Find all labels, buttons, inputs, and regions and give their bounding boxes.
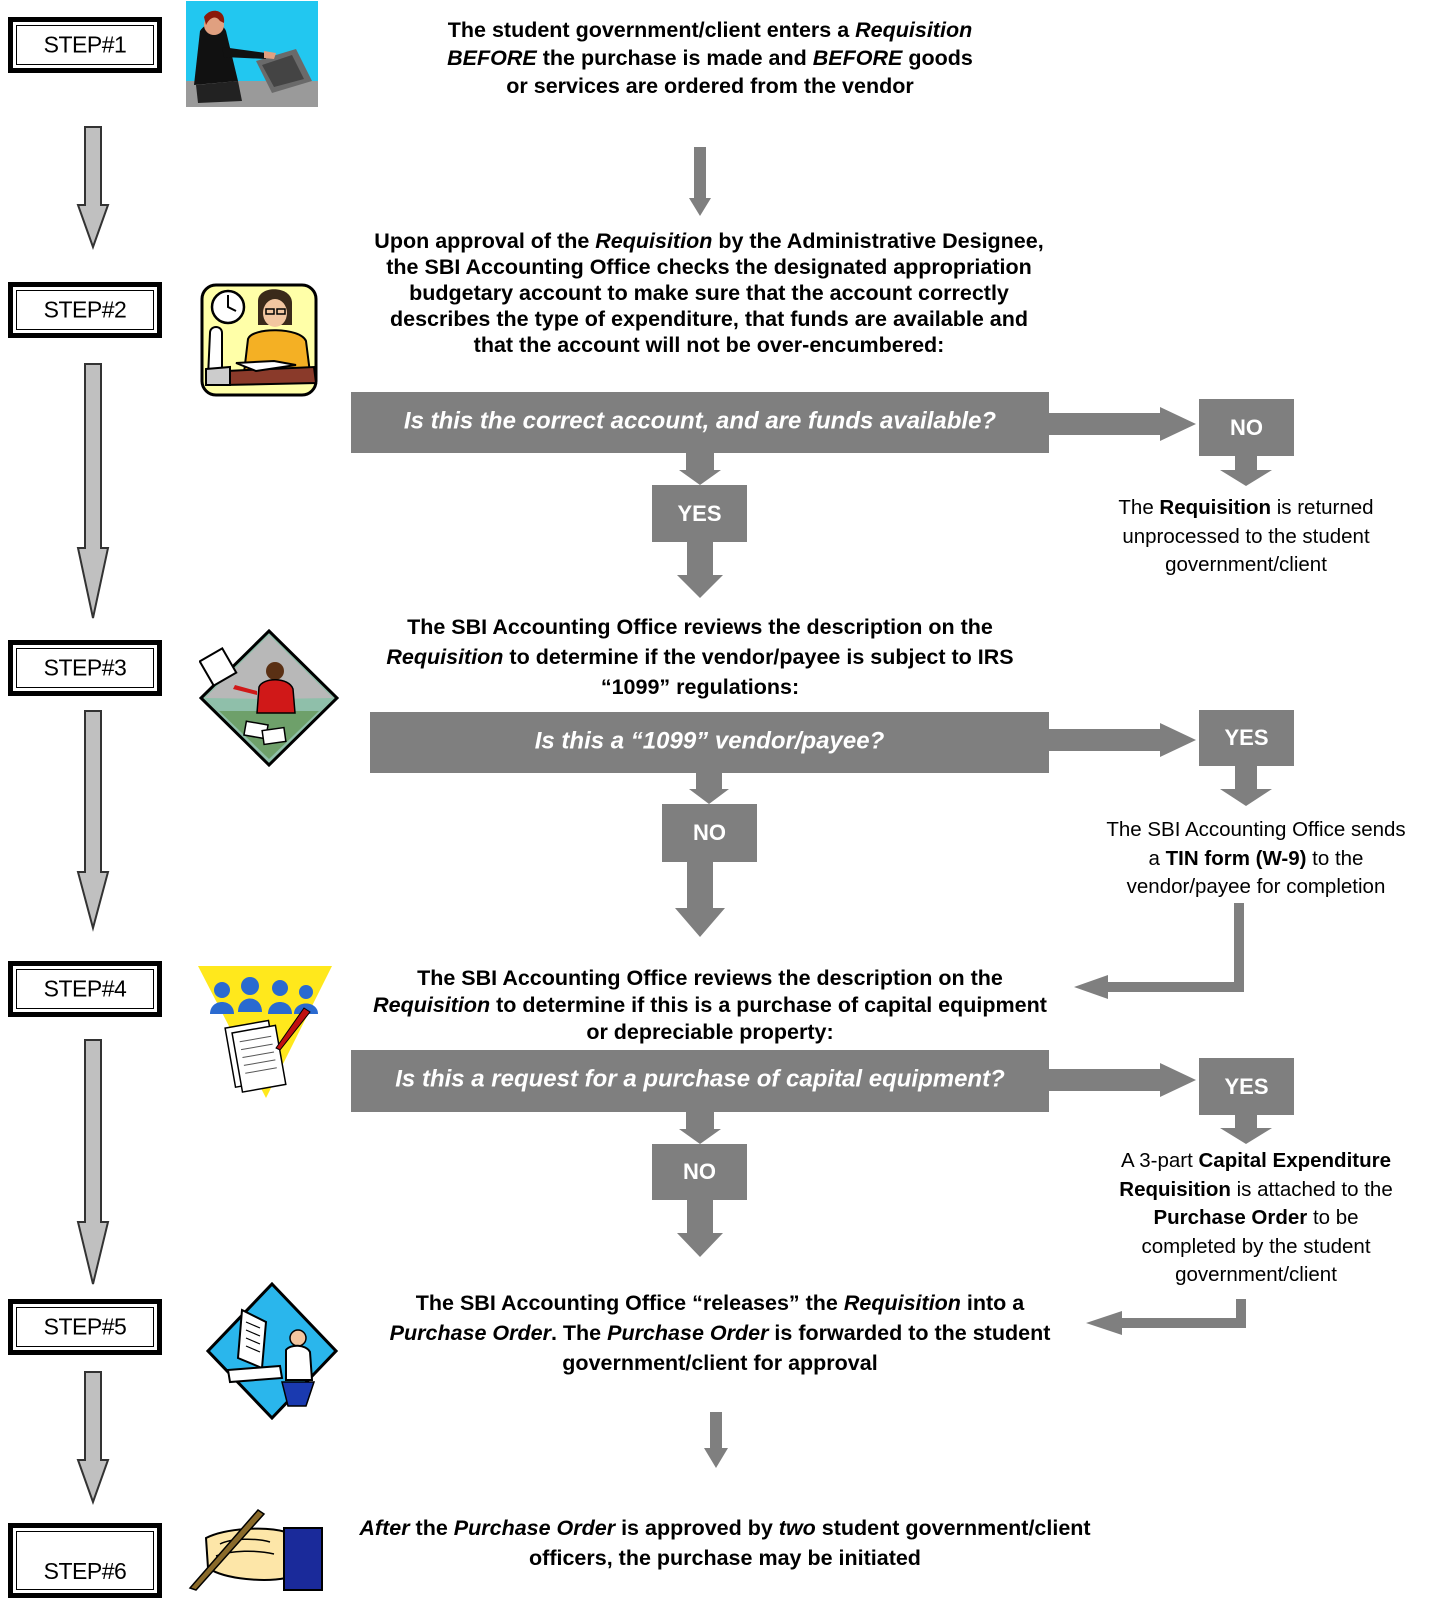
meeting-desk-icon xyxy=(199,629,339,767)
yes-to-step3 xyxy=(677,542,723,598)
bar2-to-no xyxy=(1049,407,1196,441)
yes3-to-text xyxy=(1220,766,1272,806)
computer-operator-icon xyxy=(206,1282,338,1420)
step-4-question: Is this a request for a purchase of capi… xyxy=(395,1065,1005,1093)
left-arrow-4 xyxy=(76,1039,110,1285)
step-1-box: STEP#1 xyxy=(8,17,162,73)
step-3-yes-outcome: The SBI Accounting Office sends a TIN fo… xyxy=(1106,818,1406,898)
step-3-box: STEP#3 xyxy=(8,640,162,696)
yes4-to-text xyxy=(1220,1115,1272,1144)
clerk-with-clock-icon xyxy=(200,283,318,397)
person-at-computer-icon xyxy=(186,1,318,107)
team-meeting-icon xyxy=(198,966,332,1098)
step-3-description: The SBI Accounting Office reviews the de… xyxy=(386,615,1014,699)
step-4-yes-outcome: A 3-part Capital Expenditure Requisition… xyxy=(1119,1149,1393,1286)
bar3-to-no xyxy=(689,773,729,804)
no-to-step5 xyxy=(677,1200,723,1257)
tin-to-step4 xyxy=(1074,903,1244,999)
bar4-to-no xyxy=(679,1112,721,1144)
step-1-description: The student government/client enters a R… xyxy=(447,18,973,98)
step-2-yes-box: YES xyxy=(652,485,747,542)
step-4-question-bar: Is this a request for a purchase of capi… xyxy=(351,1050,1049,1112)
down-arrow-1 xyxy=(689,147,711,216)
step-4-description: The SBI Accounting Office reviews the de… xyxy=(373,966,1047,1044)
step-6-description: After the Purchase Order is approved by … xyxy=(359,1516,1091,1570)
step-2-box: STEP#2 xyxy=(8,282,162,338)
bar2-to-yes xyxy=(679,453,721,485)
step-2-description: Upon approval of the Requisition by the … xyxy=(374,229,1044,357)
step-3-question-bar: Is this a “1099” vendor/payee? xyxy=(370,712,1049,773)
no-to-returned xyxy=(1220,456,1272,486)
step-3-question: Is this a “1099” vendor/payee? xyxy=(534,727,885,755)
step-6-label: STEP#6 xyxy=(43,1558,127,1584)
step-2-label: STEP#2 xyxy=(43,296,127,323)
step-2-no-outcome: The Requisition is returned unprocessed … xyxy=(1118,496,1374,576)
step-4-label: STEP#4 xyxy=(43,975,127,1002)
step-4-yes-box: YES xyxy=(1199,1058,1294,1115)
step-2-question: Is this the correct account, and are fun… xyxy=(403,407,997,435)
signing-hand-icon xyxy=(188,1509,323,1591)
step-5-box: STEP#5 xyxy=(8,1299,162,1355)
left-arrow-5 xyxy=(76,1371,110,1505)
step-3-no-box: NO xyxy=(662,804,757,862)
step-5-description: The SBI Accounting Office “releases” the… xyxy=(389,1291,1051,1375)
step-4-box: STEP#4 xyxy=(8,961,162,1017)
step-1-label: STEP#1 xyxy=(43,31,127,58)
step-4-no-box: NO xyxy=(652,1144,747,1200)
no-to-step4 xyxy=(675,862,725,937)
step-2-no-box: NO xyxy=(1199,399,1294,456)
left-arrow-1 xyxy=(76,126,110,250)
down-arrow-5 xyxy=(704,1412,728,1468)
capital-to-step5 xyxy=(1086,1299,1246,1335)
left-arrow-3 xyxy=(76,710,110,932)
step-2-question-bar: Is this the correct account, and are fun… xyxy=(351,392,1049,453)
left-arrow-2 xyxy=(76,363,110,619)
bar4-to-yes xyxy=(1049,1063,1196,1097)
bar3-to-yes xyxy=(1049,723,1196,757)
step-5-label: STEP#5 xyxy=(43,1313,127,1340)
step-6-box: STEP#6 xyxy=(8,1523,162,1598)
step-3-yes-box: YES xyxy=(1199,710,1294,766)
step-3-label: STEP#3 xyxy=(43,654,127,681)
